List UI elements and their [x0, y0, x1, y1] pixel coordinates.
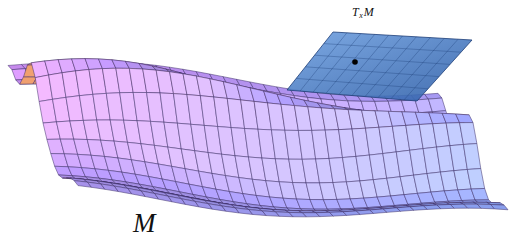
- plane-gridline: [378, 38, 430, 98]
- tangent-space-label: T: [352, 6, 359, 18]
- plane-gridline: [326, 34, 375, 93]
- plane-gridline: [324, 44, 461, 53]
- plane-gridline: [296, 78, 428, 88]
- mesh-cell: [463, 144, 480, 170]
- plane-gridline: [339, 35, 389, 94]
- tangent-space-subscript: x: [359, 12, 363, 20]
- plane-face: [287, 32, 472, 101]
- plane-gridline: [352, 36, 403, 96]
- mesh-cell: [460, 123, 477, 145]
- plane-gridline: [404, 39, 458, 100]
- mesh-cell: [456, 114, 473, 123]
- tangent-plane: [287, 32, 472, 101]
- mesh-cell: [467, 169, 484, 190]
- point-x: [352, 59, 358, 65]
- tangent-space-label: M: [364, 6, 374, 18]
- mesh-cell: [428, 98, 445, 112]
- mesh-cell: [491, 204, 508, 209]
- plane-gridline: [313, 34, 361, 93]
- mesh-cell: [471, 188, 488, 200]
- mesh-cell: [223, 82, 240, 100]
- manifold-label: M: [133, 210, 156, 237]
- plane-gridline: [391, 38, 444, 98]
- plane-gridline: [315, 55, 450, 64]
- plane-gridline: [305, 67, 439, 77]
- plane-gridline: [300, 33, 347, 91]
- plane-gridline: [365, 37, 416, 97]
